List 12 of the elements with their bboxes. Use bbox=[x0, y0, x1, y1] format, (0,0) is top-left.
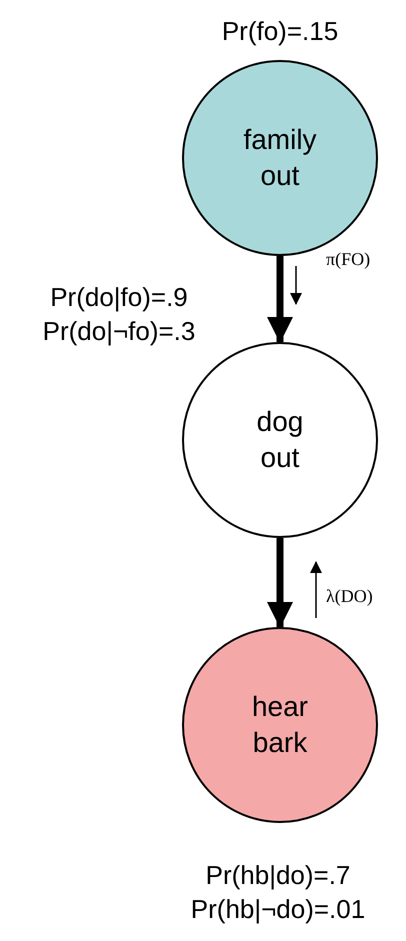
node-label: hear bark bbox=[250, 690, 310, 760]
probability-text: Pr(do|¬fo)=.3 bbox=[42, 315, 196, 348]
probability-text: Pr(do|fo)=.9 bbox=[50, 281, 188, 314]
arrow bbox=[267, 256, 293, 343]
message-label: π(FO) bbox=[326, 248, 370, 270]
probability-text: Pr(hb|do)=.7 bbox=[206, 859, 350, 892]
arrow bbox=[267, 538, 293, 628]
probability-text: Pr(fo)=.15 bbox=[222, 15, 338, 48]
node-label: dog out bbox=[256, 405, 304, 475]
node-label: family out bbox=[242, 123, 318, 193]
probability-text: Pr(hb|¬do)=.01 bbox=[190, 893, 366, 926]
message-label: λ(DO) bbox=[326, 585, 373, 607]
